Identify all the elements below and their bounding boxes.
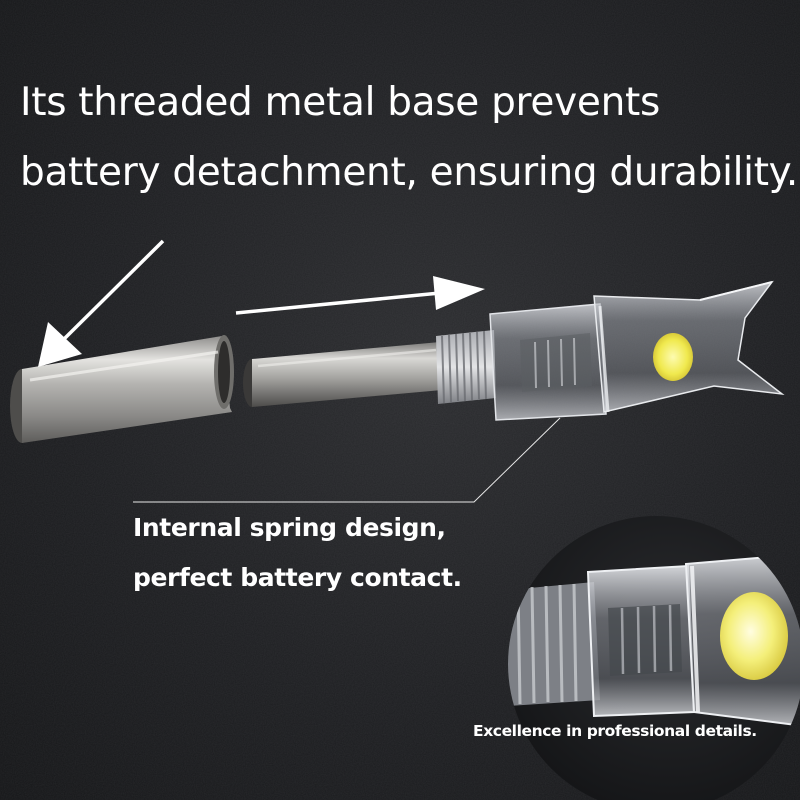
callout-leader-line xyxy=(133,417,561,503)
detail-caption: Excellence in professional details. xyxy=(473,722,757,740)
led-closeup-icon xyxy=(720,592,788,680)
detail-zoom-circle xyxy=(508,516,800,800)
battery xyxy=(243,342,442,407)
callout-line-2: perfect battery contact. xyxy=(133,563,462,592)
clear-light-head xyxy=(489,280,785,421)
led-icon xyxy=(653,333,693,381)
callout-line-1: Internal spring design, xyxy=(133,513,446,542)
threaded-base xyxy=(436,330,496,404)
headline-line-1: Its threaded metal base prevents xyxy=(20,80,660,125)
arrow-right-icon xyxy=(235,276,485,315)
metal-sleeve xyxy=(10,335,234,443)
spring-callout: Internal spring design, perfect battery … xyxy=(133,503,462,603)
headline-line-2: battery detachment, ensuring durability. xyxy=(20,150,798,195)
headline: Its threaded metal base prevents battery… xyxy=(20,68,798,208)
arrow-down-left-icon xyxy=(38,239,165,367)
detail-closeup xyxy=(508,553,800,727)
